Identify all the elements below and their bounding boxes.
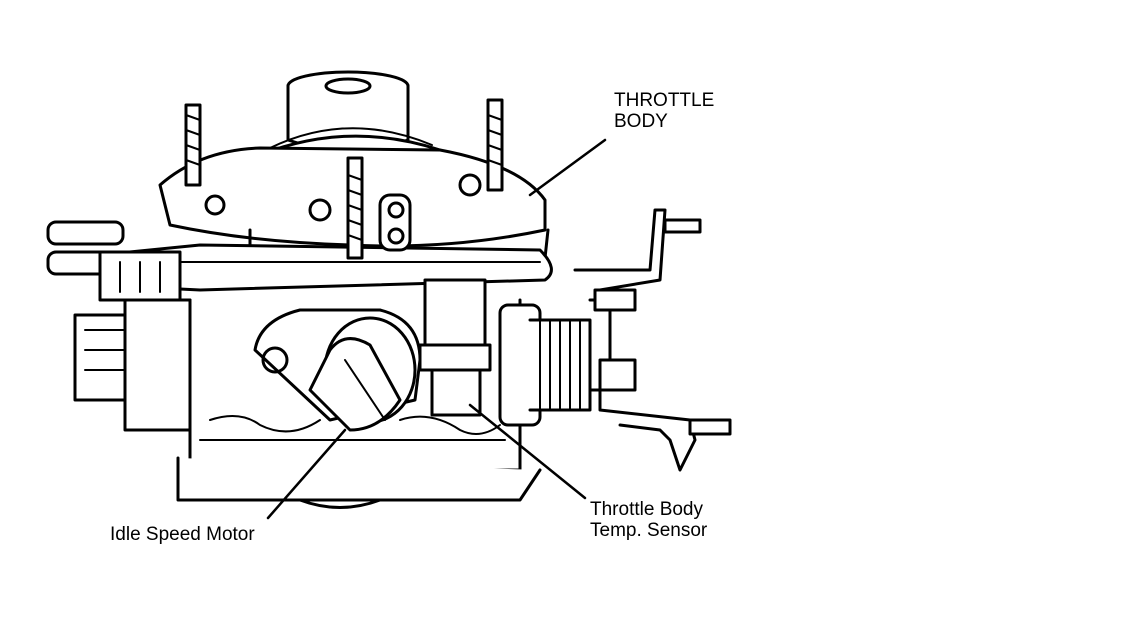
mounting-studs [184, 98, 504, 260]
idle-speed-motor-label: Idle Speed Motor [110, 524, 255, 545]
left-fittings [46, 220, 192, 432]
temp-sensor-label: Throttle Body Temp. Sensor [590, 499, 707, 541]
temp-sensor-label-line1: Throttle Body [590, 499, 703, 520]
idle-speed-motor-part [253, 308, 422, 432]
throttle-body-label: THROTTLE BODY [614, 90, 714, 132]
leader-idle-speed-motor [266, 428, 347, 520]
throttle-spring-linkage [498, 208, 732, 472]
leader-throttle-body [528, 138, 607, 197]
throttle-body-label-line2: BODY [614, 111, 668, 132]
temp-sensor-part [418, 278, 492, 417]
leader-temp-sensor [468, 403, 587, 500]
temp-sensor-label-line2: Temp. Sensor [590, 520, 708, 541]
throttle-body-label-line1: THROTTLE [614, 90, 715, 111]
